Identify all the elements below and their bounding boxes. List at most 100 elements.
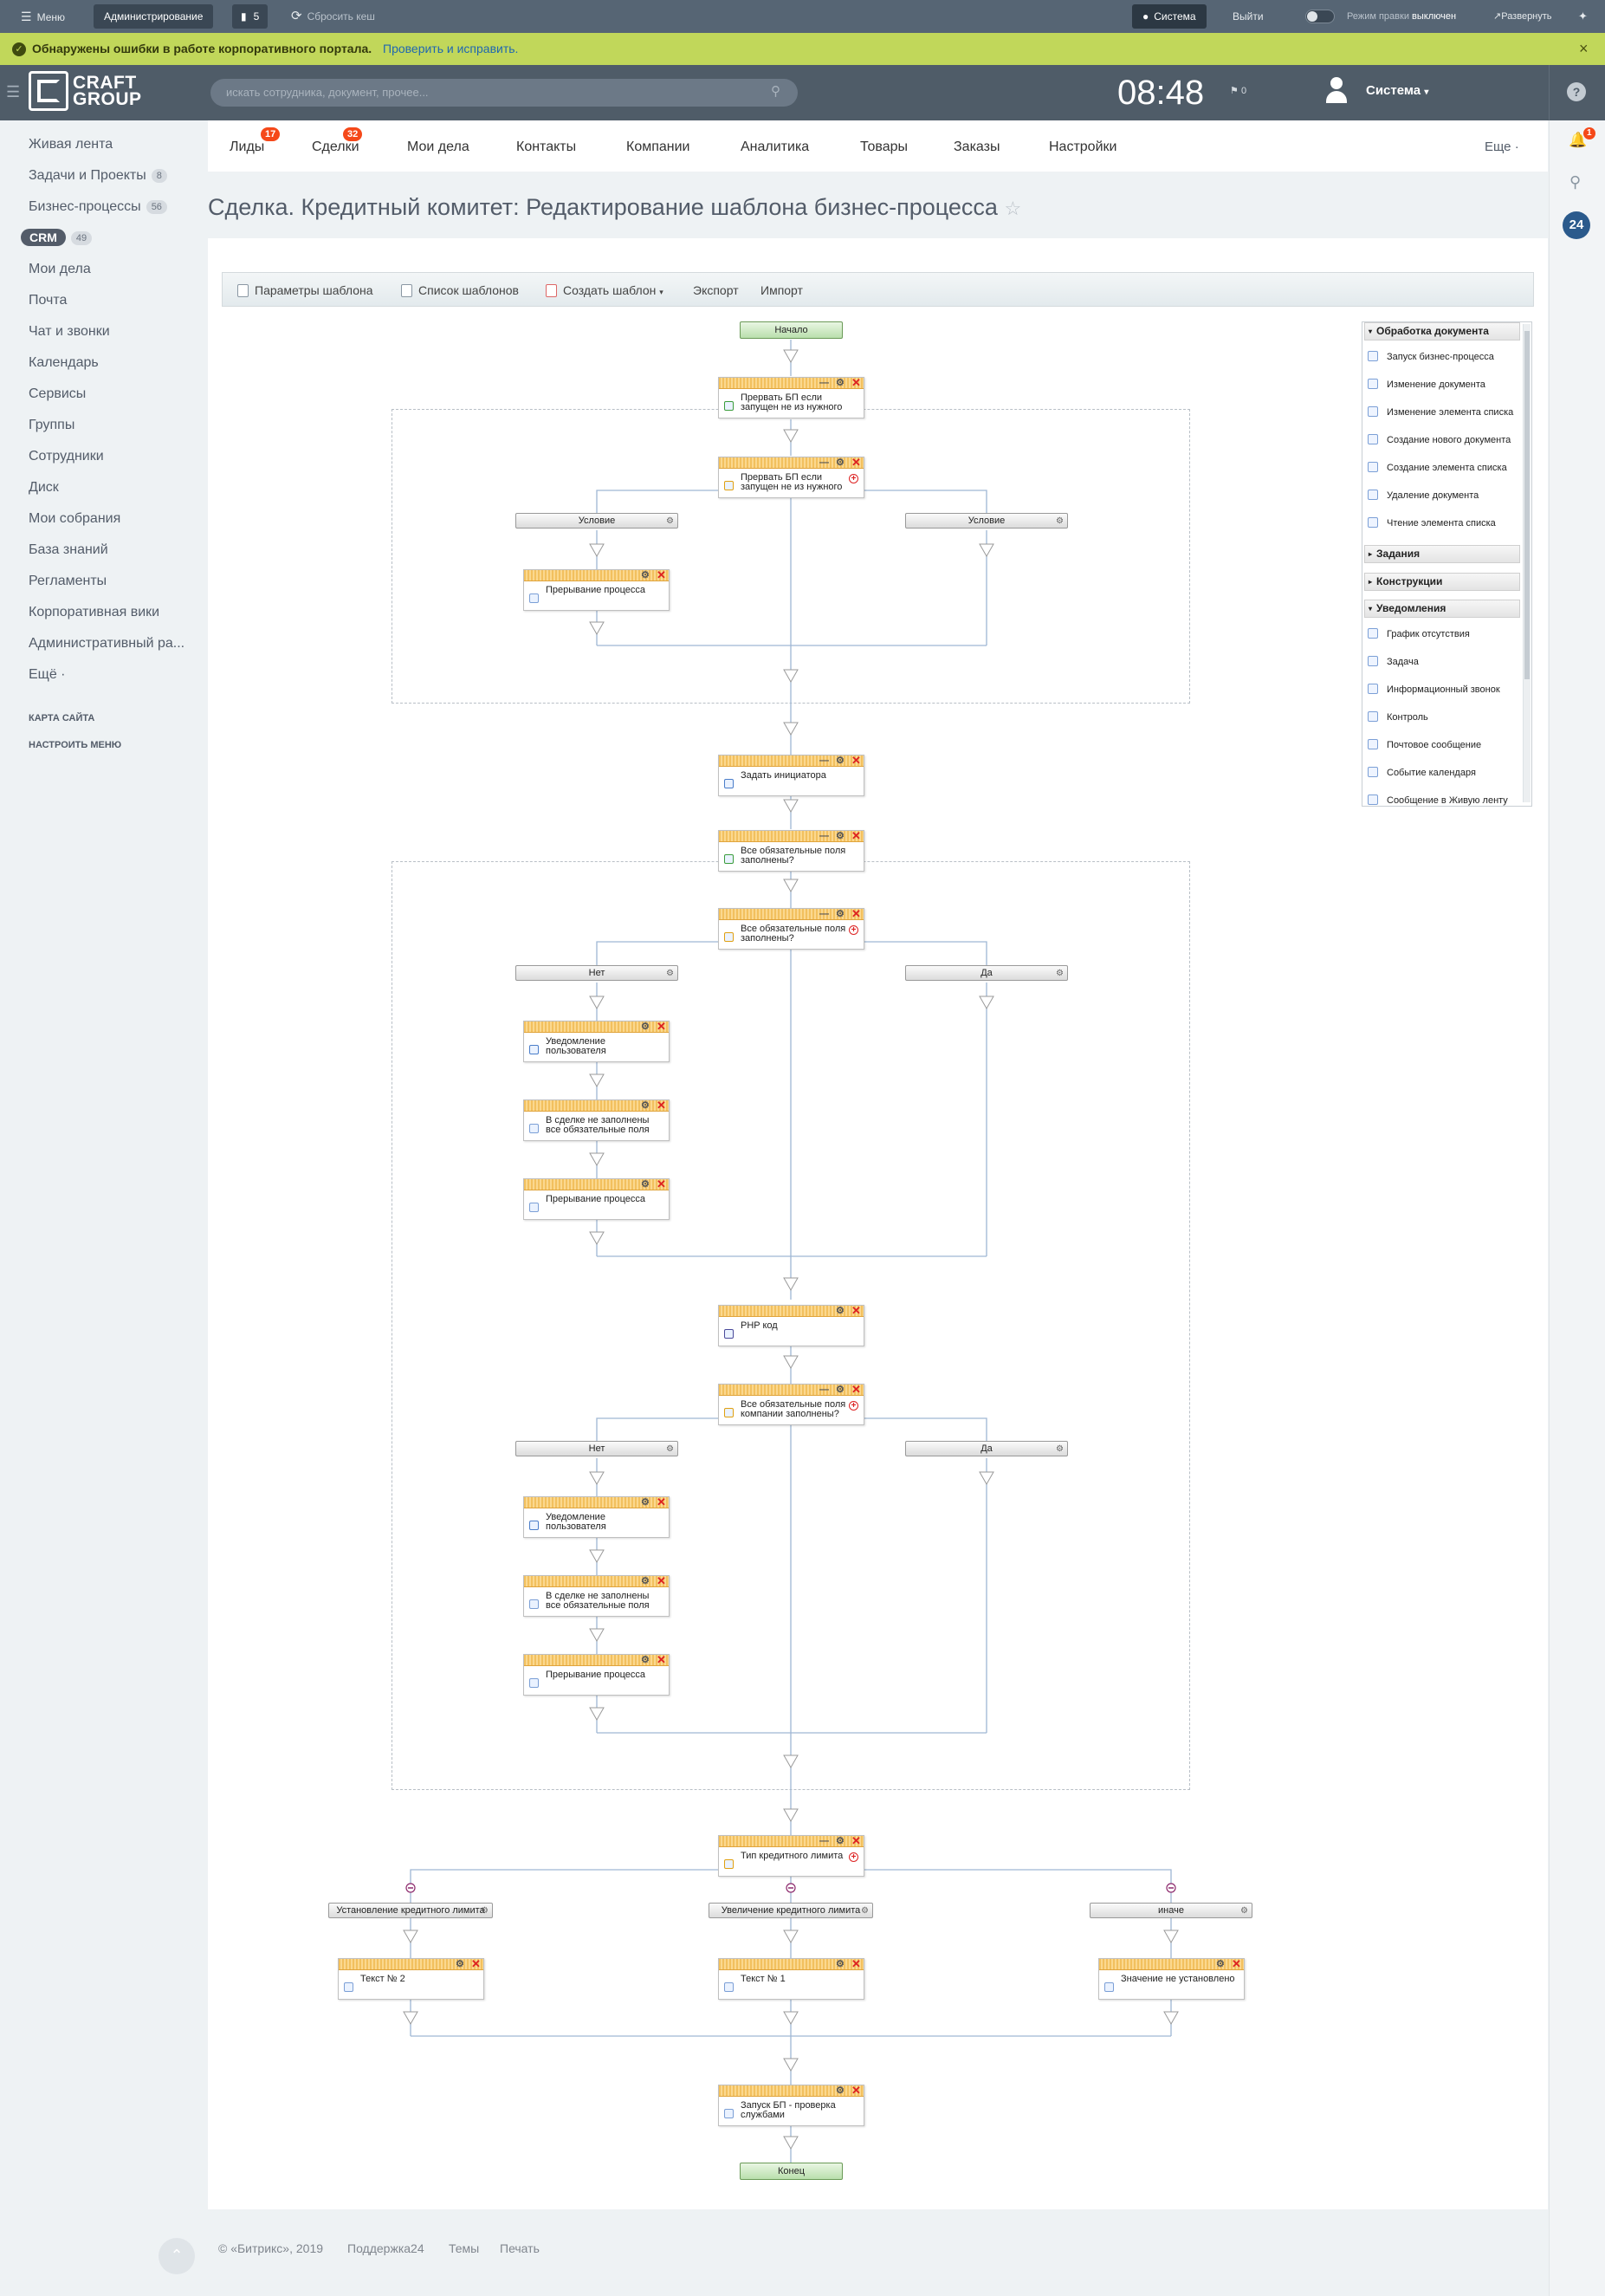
- gear-icon[interactable]: ⚙: [836, 457, 845, 468]
- activity-block-required-check[interactable]: ✕⚙—Все обязательные поля заполнены?: [718, 830, 864, 872]
- end-node[interactable]: Конец: [740, 2163, 843, 2180]
- close-icon[interactable]: ✕: [657, 1654, 666, 1665]
- activity-block-limit-type[interactable]: ✕⚙—Тип кредитного лимита+: [718, 1835, 864, 1877]
- activity-block-text1[interactable]: ✕⚙Текст № 1: [718, 1958, 864, 2000]
- footer-print-link[interactable]: Печать: [500, 2241, 540, 2255]
- close-icon[interactable]: ✕: [851, 1384, 861, 1395]
- close-icon[interactable]: ✕: [851, 908, 861, 919]
- close-icon[interactable]: ✕: [851, 1305, 861, 1316]
- close-icon[interactable]: ✕: [851, 377, 861, 388]
- gear-icon[interactable]: ⚙: [861, 1904, 869, 1918]
- block-header[interactable]: ✕⚙: [1099, 1959, 1244, 1970]
- gear-icon[interactable]: ⚙: [836, 909, 845, 919]
- footer-support-link[interactable]: Поддержка24: [347, 2241, 424, 2255]
- palette-item[interactable]: Чтение элемента списка: [1368, 517, 1496, 529]
- gear-icon[interactable]: ⚙: [666, 967, 674, 981]
- block-header[interactable]: ✕⚙—: [719, 756, 864, 767]
- palette-item[interactable]: График отсутствия: [1368, 628, 1470, 639]
- block-header[interactable]: ✕⚙—: [719, 378, 864, 389]
- gear-icon[interactable]: ⚙: [836, 756, 845, 766]
- scrollbar-thumb[interactable]: [1524, 331, 1530, 679]
- close-icon[interactable]: ✕: [1232, 1958, 1241, 1969]
- close-icon[interactable]: ✕: [851, 1958, 861, 1969]
- close-icon[interactable]: ✕: [657, 569, 666, 580]
- activity-block-text2[interactable]: ✕⚙Текст № 2: [338, 1958, 484, 2000]
- condition-set-limit[interactable]: Установление кредитного лимита⚙: [328, 1903, 493, 1918]
- close-icon[interactable]: ✕: [851, 830, 861, 841]
- add-branch-icon[interactable]: +: [849, 1401, 858, 1411]
- gear-icon[interactable]: ⚙: [666, 1443, 674, 1456]
- palette-item[interactable]: Изменение элемента списка: [1368, 406, 1513, 418]
- gear-icon[interactable]: ⚙: [641, 1100, 650, 1111]
- gear-icon[interactable]: ⚙: [641, 1576, 650, 1586]
- block-header[interactable]: ✕⚙: [719, 1306, 864, 1317]
- palette-item[interactable]: Событие календаря: [1368, 767, 1476, 778]
- collapse-icon[interactable]: —: [819, 909, 829, 919]
- gear-icon[interactable]: ⚙: [641, 1655, 650, 1665]
- activity-block-interrupt3[interactable]: ✕⚙Прерывание процесса: [523, 1654, 670, 1696]
- palette-item[interactable]: Почтовое сообщение: [1368, 739, 1481, 750]
- close-icon[interactable]: ✕: [851, 2085, 861, 2096]
- activity-block-not-filled2[interactable]: ✕⚙В сделке не заполнены все обязательные…: [523, 1575, 670, 1617]
- gear-icon[interactable]: ⚙: [481, 1904, 489, 1918]
- scroll-top-button[interactable]: ⌃: [159, 2238, 195, 2274]
- block-header[interactable]: ✕⚙: [524, 1022, 669, 1033]
- activity-block-company-cond[interactable]: ✕⚙—Все обязательные поля компании заполн…: [718, 1384, 864, 1425]
- block-header[interactable]: ✕⚙—: [719, 831, 864, 842]
- activity-block-set-initiator[interactable]: ✕⚙—Задать инициатора: [718, 755, 864, 796]
- collapse-icon[interactable]: —: [819, 457, 829, 468]
- activity-block-abort-check[interactable]: ✕⚙—Прервать БП если запущен не из нужног…: [718, 377, 864, 418]
- palette-section-tasks[interactable]: ▸Задания: [1364, 545, 1520, 563]
- palette-section-notifications[interactable]: ▾Уведомления: [1364, 600, 1520, 618]
- block-header[interactable]: ✕ ⚙ —: [719, 909, 864, 920]
- gear-icon[interactable]: ⚙: [836, 1306, 845, 1316]
- gear-icon[interactable]: ⚙: [641, 1022, 650, 1032]
- activity-block-launch-bp[interactable]: ✕⚙Запуск БП - проверка службами: [718, 2085, 864, 2126]
- activity-block-notify2[interactable]: ✕⚙Уведомление пользователя: [523, 1496, 670, 1538]
- add-branch-icon[interactable]: +: [849, 925, 858, 935]
- block-header[interactable]: ✕⚙: [524, 1576, 669, 1587]
- palette-item[interactable]: Сообщение в Живую ленту: [1368, 795, 1508, 806]
- condition-no2[interactable]: Нет⚙: [515, 1441, 678, 1456]
- activity-block-required-cond[interactable]: ✕⚙—Все обязательные поля заполнены?+: [718, 908, 864, 950]
- block-header[interactable]: ✕⚙: [524, 1655, 669, 1666]
- add-branch-icon[interactable]: +: [849, 474, 858, 483]
- palette-item[interactable]: Контроль: [1368, 711, 1428, 723]
- activity-block-abort-cond[interactable]: ✕⚙—Прервать БП если запущен не из нужног…: [718, 457, 864, 498]
- palette-item[interactable]: Информационный звонок: [1368, 684, 1500, 695]
- condition-c1[interactable]: Условие⚙: [515, 513, 678, 529]
- palette-section-documents[interactable]: ▾Обработка документа: [1364, 322, 1520, 341]
- collapse-icon[interactable]: —: [819, 831, 829, 841]
- palette-item[interactable]: Создание нового документа: [1368, 434, 1511, 445]
- gear-icon[interactable]: ⚙: [1056, 515, 1064, 529]
- gear-icon[interactable]: ⚙: [836, 1385, 845, 1395]
- gear-icon[interactable]: ⚙: [836, 1959, 845, 1969]
- gear-icon[interactable]: ⚙: [666, 515, 674, 529]
- gear-icon[interactable]: ⚙: [641, 1179, 650, 1190]
- close-icon[interactable]: ✕: [471, 1958, 481, 1969]
- close-icon[interactable]: ✕: [657, 1099, 666, 1111]
- activity-block-interrupt1[interactable]: ✕⚙Прерывание процесса: [523, 569, 670, 611]
- gear-icon[interactable]: ⚙: [1216, 1959, 1225, 1969]
- collapse-icon[interactable]: —: [819, 378, 829, 388]
- palette-scrollbar[interactable]: [1523, 324, 1531, 802]
- gear-icon[interactable]: ⚙: [1056, 1443, 1064, 1456]
- close-icon[interactable]: ✕: [657, 1021, 666, 1032]
- gear-icon[interactable]: ⚙: [1240, 1904, 1248, 1918]
- collapse-icon[interactable]: —: [819, 1385, 829, 1395]
- palette-item[interactable]: Удаление документа: [1368, 490, 1479, 501]
- add-branch-icon[interactable]: +: [849, 1852, 858, 1862]
- collapse-icon[interactable]: —: [819, 1836, 829, 1846]
- block-header[interactable]: ✕⚙—: [719, 1836, 864, 1847]
- collapse-icon[interactable]: —: [819, 756, 829, 766]
- block-header[interactable]: ✕⚙: [524, 1100, 669, 1112]
- close-icon[interactable]: ✕: [657, 1496, 666, 1508]
- activity-block-not-set[interactable]: ✕⚙Значение не установлено: [1098, 1958, 1245, 2000]
- palette-item[interactable]: Запуск бизнес-процесса: [1368, 351, 1494, 362]
- gear-icon[interactable]: ⚙: [836, 1836, 845, 1846]
- block-header[interactable]: ✕⚙: [524, 1497, 669, 1508]
- start-node[interactable]: Начало: [740, 321, 843, 339]
- footer-themes-link[interactable]: Темы: [449, 2241, 479, 2255]
- gear-icon[interactable]: ⚙: [641, 570, 650, 580]
- condition-yes2[interactable]: Да⚙: [905, 1441, 1068, 1456]
